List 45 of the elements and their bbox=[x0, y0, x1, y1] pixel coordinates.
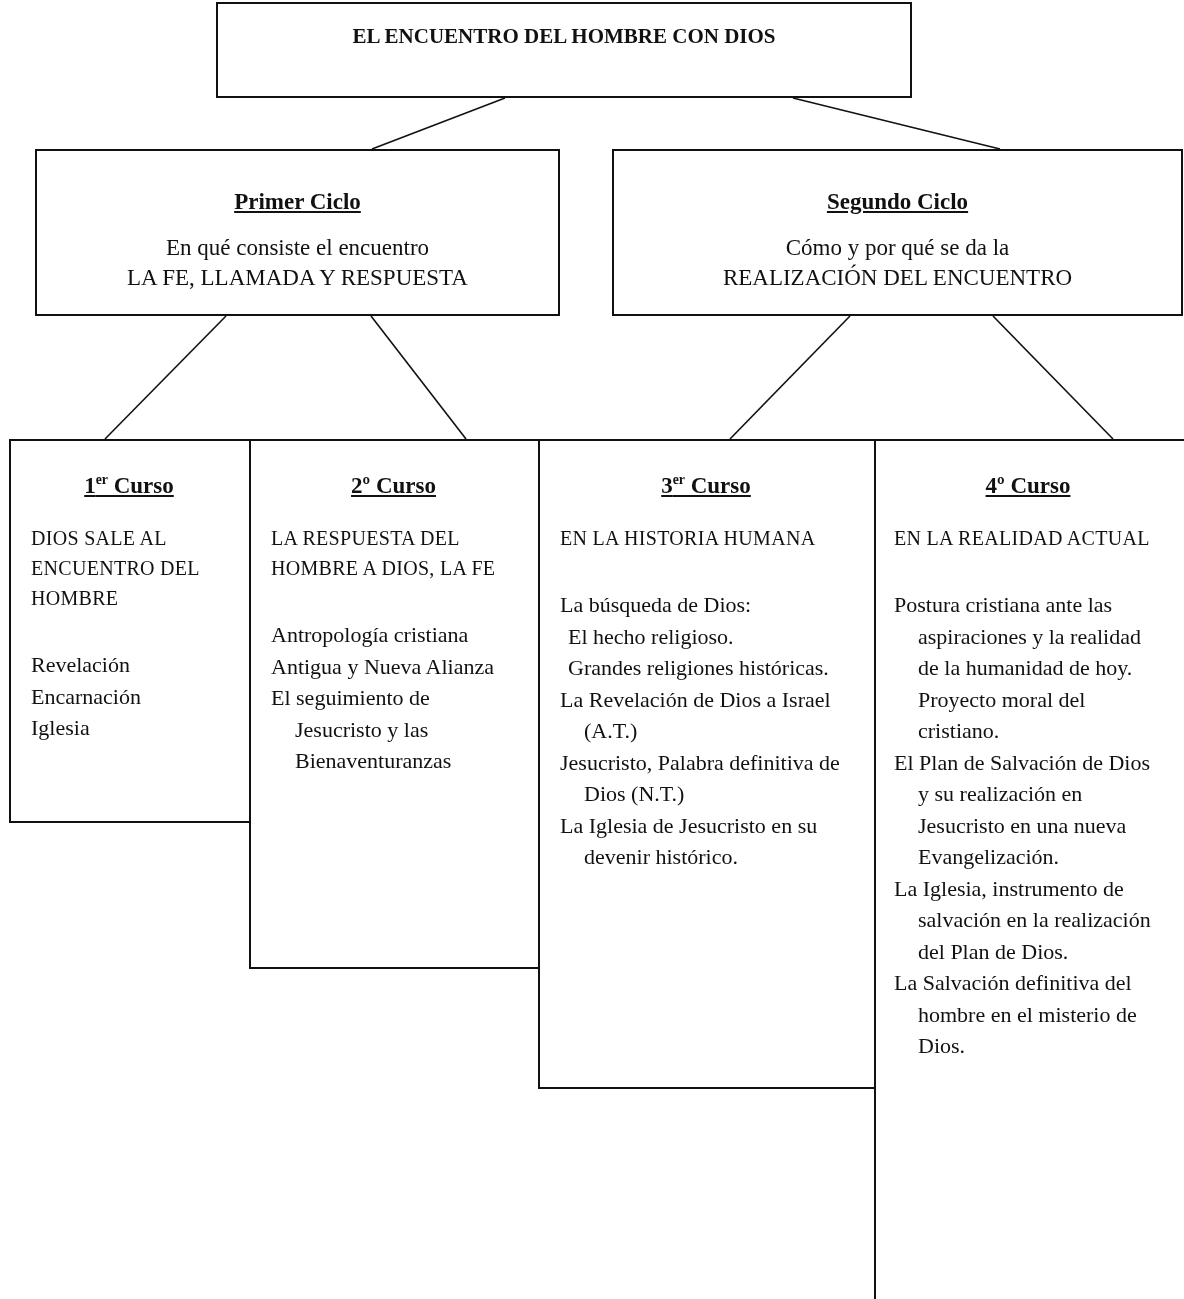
course-heading: 1$^{er}$ Curso bbox=[83, 471, 175, 500]
course-topic: Revelación bbox=[31, 651, 131, 679]
course-topic: La Iglesia, instrumento de salvación en la realización del Plan de Dios. bbox=[894, 874, 1152, 966]
course-topic: Grandes religiones históricas. bbox=[567, 654, 830, 682]
course-topic: El hecho religioso. bbox=[567, 622, 735, 651]
course-topic: La Iglesia de Jesucristo en su devenir histórico. bbox=[560, 811, 819, 871]
course-theme: EN LA REALIDAD ACTUAL bbox=[894, 526, 1151, 551]
course-heading: 3$^{er}$ Curso bbox=[660, 471, 752, 500]
course-heading: 4º Curso bbox=[984, 472, 1072, 500]
course-topic: Iglesia bbox=[31, 714, 91, 742]
course-topic: Postura cristiana ante las aspiraciones y la realidad de la humanidad de hoy. bbox=[894, 591, 1142, 682]
course-topic: La Salvación definitiva del hombre en el misterio de Dios. bbox=[894, 969, 1138, 1060]
course-topic: Proyecto moral del cristiano. bbox=[917, 685, 1087, 745]
connector-line bbox=[104, 315, 227, 440]
course-theme: EN LA HISTORIA HUMANA bbox=[560, 526, 817, 551]
cycle-heading: Primer Ciclo bbox=[233, 189, 362, 215]
course-topic: Encarnación bbox=[31, 682, 142, 711]
cycle-description: REALIZACIÓN DEL ENCUENTRO bbox=[721, 263, 1074, 292]
course-box bbox=[249, 439, 540, 969]
cycle-description: En qué consiste el encuentro bbox=[164, 234, 431, 262]
course-topic: Antropología cristiana bbox=[271, 621, 470, 649]
cycle-description: LA FE, LLAMADA Y RESPUESTA bbox=[126, 264, 469, 292]
cycle-box bbox=[35, 149, 560, 316]
course-theme: LA RESPUESTA DEL HOMBRE A DIOS, LA FE bbox=[271, 526, 497, 581]
course-topic: El Plan de Salvación de Dios y su realización en Jesucristo en una nueva Evangelización. bbox=[894, 748, 1151, 871]
box-heading: EL ENCUENTRO DEL HOMBRE CON DIOS bbox=[351, 23, 777, 50]
course-topic: La búsqueda de Dios: bbox=[560, 591, 753, 619]
course-box bbox=[874, 439, 1184, 1299]
connector-line bbox=[992, 315, 1114, 440]
connector-line bbox=[792, 97, 1001, 150]
course-topic: La Revelación de Dios a Israel (A.T.) bbox=[560, 685, 832, 745]
connector-line bbox=[370, 315, 467, 440]
connector-line bbox=[729, 315, 851, 440]
cycle-box bbox=[612, 149, 1183, 316]
course-topic: Antigua y Nueva Alianza bbox=[271, 652, 495, 681]
course-box bbox=[9, 439, 251, 823]
course-theme: DIOS SALE AL ENCUENTRO DEL HOMBRE bbox=[31, 526, 201, 611]
title-box bbox=[216, 2, 912, 98]
course-box bbox=[538, 439, 876, 1089]
course-topic: El seguimiento de Jesucristo y las Bienaventuranzas bbox=[271, 684, 453, 775]
course-topic: Jesucristo, Palabra definitiva de Dios (N.T.) bbox=[560, 748, 841, 808]
course-heading: 2º Curso bbox=[350, 472, 437, 500]
cycle-heading: Segundo Ciclo bbox=[825, 189, 970, 215]
connector-line bbox=[371, 97, 506, 150]
cycle-description: Cómo y por qué se da la bbox=[784, 234, 1011, 262]
